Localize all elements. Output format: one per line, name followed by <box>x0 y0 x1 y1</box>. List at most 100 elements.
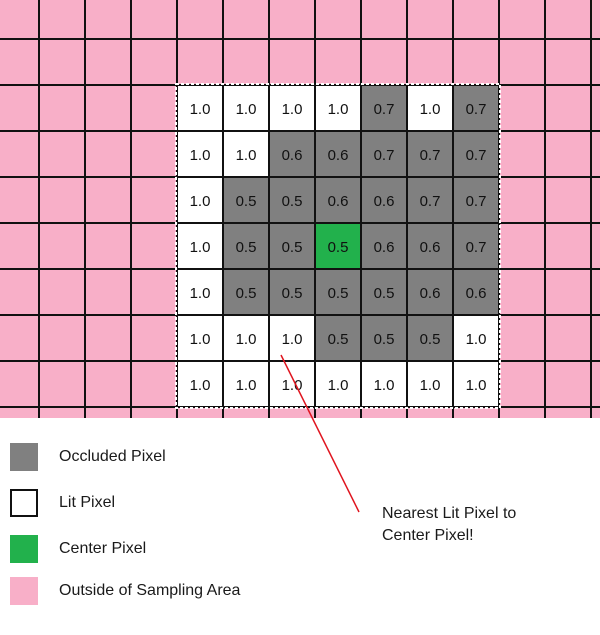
callout-line-1: Nearest Lit Pixel to <box>382 505 517 522</box>
pixel-value: 0.6 <box>466 285 487 302</box>
pixel-value: 0.7 <box>420 147 441 164</box>
pixel-value: 1.0 <box>328 377 349 394</box>
callout-arrow <box>280 354 360 513</box>
occluded-pixel <box>361 223 407 269</box>
occluded-pixel <box>361 315 407 361</box>
pixel-value: 0.5 <box>420 331 441 348</box>
lit-pixel <box>177 85 223 131</box>
lit-pixel <box>177 131 223 177</box>
pixel-value: 0.7 <box>420 193 441 210</box>
lit-pixel <box>177 223 223 269</box>
pixel-value: 1.0 <box>190 101 211 118</box>
pixel-value: 0.5 <box>236 193 257 210</box>
occluded-pixel <box>407 223 453 269</box>
pixel-value: 0.5 <box>328 285 349 302</box>
occluded-pixel <box>269 131 315 177</box>
lit-pixel <box>315 361 361 407</box>
pixel-value: 0.6 <box>328 193 349 210</box>
lit-pixel <box>315 85 361 131</box>
pixel-value: 1.0 <box>236 101 257 118</box>
pixel-value: 1.0 <box>282 377 303 394</box>
pixel-value: 1.0 <box>190 285 211 302</box>
occluded-pixel <box>223 269 269 315</box>
occluded-pixel <box>315 131 361 177</box>
pixel-value: 1.0 <box>374 377 395 394</box>
occluded-pixel <box>453 85 499 131</box>
occluded-pixel <box>407 131 453 177</box>
pixel-value: 1.0 <box>190 331 211 348</box>
pixel-value: 0.6 <box>420 239 441 256</box>
occluded-pixel <box>269 177 315 223</box>
pixel-value: 0.7 <box>466 101 487 118</box>
pixel-value: 1.0 <box>282 331 303 348</box>
pixel-value: 1.0 <box>466 377 487 394</box>
occluded-pixel <box>361 269 407 315</box>
pixel-value: 0.5 <box>236 285 257 302</box>
lit-pixel <box>223 315 269 361</box>
pixel-value: 0.6 <box>374 193 395 210</box>
pixel-value: 0.5 <box>374 331 395 348</box>
pixel-value: 0.7 <box>374 101 395 118</box>
lit-pixel <box>407 85 453 131</box>
callout-line-2: Center Pixel! <box>382 527 474 544</box>
pixel-value: 1.0 <box>420 101 441 118</box>
pixel-value: 1.0 <box>236 377 257 394</box>
lit-pixel <box>177 269 223 315</box>
lit-pixel <box>177 315 223 361</box>
pixel-value: 1.0 <box>328 101 349 118</box>
occluded-pixel <box>407 315 453 361</box>
pixel-value: 0.5 <box>328 239 349 256</box>
pixel-value: 0.6 <box>328 147 349 164</box>
occluded-pixel <box>453 131 499 177</box>
pixel-value: 0.5 <box>374 285 395 302</box>
occluded-pixel <box>269 223 315 269</box>
occluded-pixel <box>361 177 407 223</box>
pixel-value: 0.7 <box>466 239 487 256</box>
lit-pixel <box>453 361 499 407</box>
lit-pixel <box>177 177 223 223</box>
pixel-value: 0.5 <box>282 239 303 256</box>
pixel-value: 1.0 <box>282 101 303 118</box>
occluded-pixel <box>407 177 453 223</box>
pixel-value: 1.0 <box>190 239 211 256</box>
pixel-value: 1.0 <box>190 377 211 394</box>
lit-pixel <box>269 361 315 407</box>
pixel-value: 0.5 <box>236 239 257 256</box>
occluded-pixel <box>453 223 499 269</box>
pixel-value: 0.6 <box>374 239 395 256</box>
pixel-value: 0.5 <box>282 193 303 210</box>
occluded-pixel <box>315 315 361 361</box>
occluded-pixel <box>315 177 361 223</box>
pixel-value: 1.0 <box>190 147 211 164</box>
lit-pixel <box>269 315 315 361</box>
pixel-value: 1.0 <box>236 331 257 348</box>
sampling-area-frame <box>175 83 501 409</box>
occluded-pixel <box>453 269 499 315</box>
occluded-pixel <box>223 223 269 269</box>
pixel-value: 0.7 <box>466 193 487 210</box>
occluded-pixel <box>223 177 269 223</box>
lit-pixel <box>223 361 269 407</box>
pixel-value: 0.5 <box>328 331 349 348</box>
pixel-value: 1.0 <box>420 377 441 394</box>
occluded-pixel <box>361 85 407 131</box>
lit-pixel <box>223 131 269 177</box>
lit-pixel <box>269 85 315 131</box>
lit-pixel <box>177 361 223 407</box>
lit-pixel <box>453 315 499 361</box>
lit-pixel <box>361 361 407 407</box>
pixel-value: 0.5 <box>282 285 303 302</box>
pixel-value: 0.7 <box>466 147 487 164</box>
pixel-value: 0.6 <box>420 285 441 302</box>
callout-text: Nearest Lit Pixel to Center Pixel! <box>382 503 582 547</box>
pixel-value: 0.6 <box>282 147 303 164</box>
lit-pixel <box>407 361 453 407</box>
center-pixel <box>315 223 361 269</box>
occluded-pixel <box>407 269 453 315</box>
pixel-value: 0.7 <box>374 147 395 164</box>
occluded-pixel <box>269 269 315 315</box>
pixel-value: 1.0 <box>190 193 211 210</box>
occluded-pixel <box>315 269 361 315</box>
lit-pixel <box>223 85 269 131</box>
